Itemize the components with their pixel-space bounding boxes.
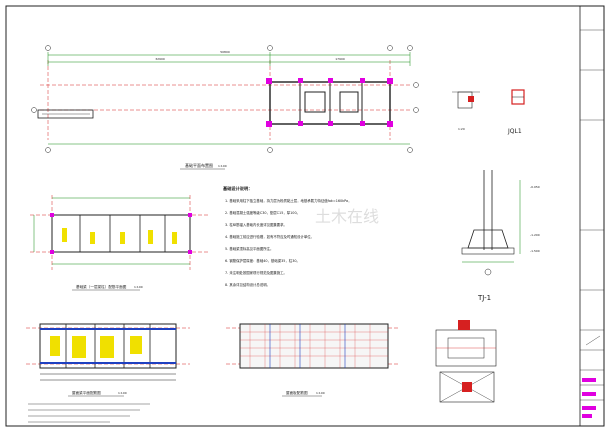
title-block <box>579 5 605 427</box>
title-block-rows <box>580 29 604 401</box>
top-plan-scale: 1:100 <box>218 164 227 168</box>
mid-left-plan-scale: 1:100 <box>134 285 143 289</box>
bottom-mid-plan-title: 屋面板配筋图 <box>286 390 308 395</box>
detail-column-section: JQL1 1:20 <box>452 89 525 135</box>
notes-line: 4. 基础施工前应进行验槽，如有不符应及时通知设计单位。 <box>225 234 314 239</box>
bottom-mid-plan-scale: 1:100 <box>316 391 325 395</box>
mid-left-plan-title: 基础梁（一层梁柱）配筋平面图 <box>76 284 127 289</box>
top-plan-axes <box>40 60 410 140</box>
column-footings <box>266 78 393 127</box>
top-plan-dims <box>47 52 411 145</box>
bottom-left-plan: 屋面梁平面配筋图 1:100 <box>26 323 190 423</box>
dim-left: 32900 <box>155 57 165 61</box>
column-section-label: JQL1 <box>507 128 522 135</box>
bottom-left-plan-title: 屋面梁平面配筋图 <box>72 390 101 395</box>
notes-line: 8. 其余详见结构设计总说明。 <box>225 282 270 287</box>
bottom-left-plan-scale: 1:100 <box>118 391 127 395</box>
left-beam-strip <box>37 109 94 119</box>
top-plan-title: 基础平面布置图 <box>185 162 213 168</box>
notes-line: 3. 柱纵筋锚入基础内长度详见图集要求。 <box>225 222 287 227</box>
dim-right: 17900 <box>335 57 345 61</box>
elev-mid: -1.200 <box>530 233 540 237</box>
column-section-scale: 1:20 <box>458 127 465 131</box>
mid-left-plan: 基础梁（一层梁柱）配筋平面图 1:100 <box>30 195 210 291</box>
notes-line: 7. 未注明处按国家现行规范及图集施工。 <box>225 270 287 275</box>
notes-line: 1. 基础采用柱下独立基础，持力层为粉质黏土层，地基承载力特征值fak=160k… <box>225 198 352 203</box>
bottom-mid-plan: 屋面板配筋图 1:100 <box>226 323 400 397</box>
title-block-stamps <box>582 335 601 418</box>
dim-total: 50800 <box>220 50 230 54</box>
top-plan: 50800 32900 17900 <box>31 45 419 170</box>
notes-line: 6. 钢筋保护层厚度：基础40，基础梁35，柱30。 <box>225 258 300 263</box>
interior-walls <box>299 82 363 124</box>
footing-plan-detail <box>435 320 497 403</box>
notes-heading: 基础设计说明： <box>222 185 252 192</box>
elev-bottom: -1.500 <box>530 249 540 253</box>
notes-line: 2. 基础混凝土强度等级C30，垫层C15，厚100。 <box>225 210 300 215</box>
foundation-section: -0.050 -1.200 -1.500 TJ-1 <box>461 170 540 302</box>
watermark: 土木在线 <box>315 207 379 226</box>
axis-bubbles <box>31 45 419 153</box>
foundation-section-label: TJ-1 <box>477 294 491 302</box>
elev-top: -0.050 <box>530 185 540 189</box>
notes-line: 5. 基础梁顶标高见平面图所注。 <box>225 246 273 251</box>
notes-block: 基础设计说明： 1. 基础采用柱下独立基础，持力层为粉质黏土层，地基承载力特征值… <box>222 185 352 287</box>
